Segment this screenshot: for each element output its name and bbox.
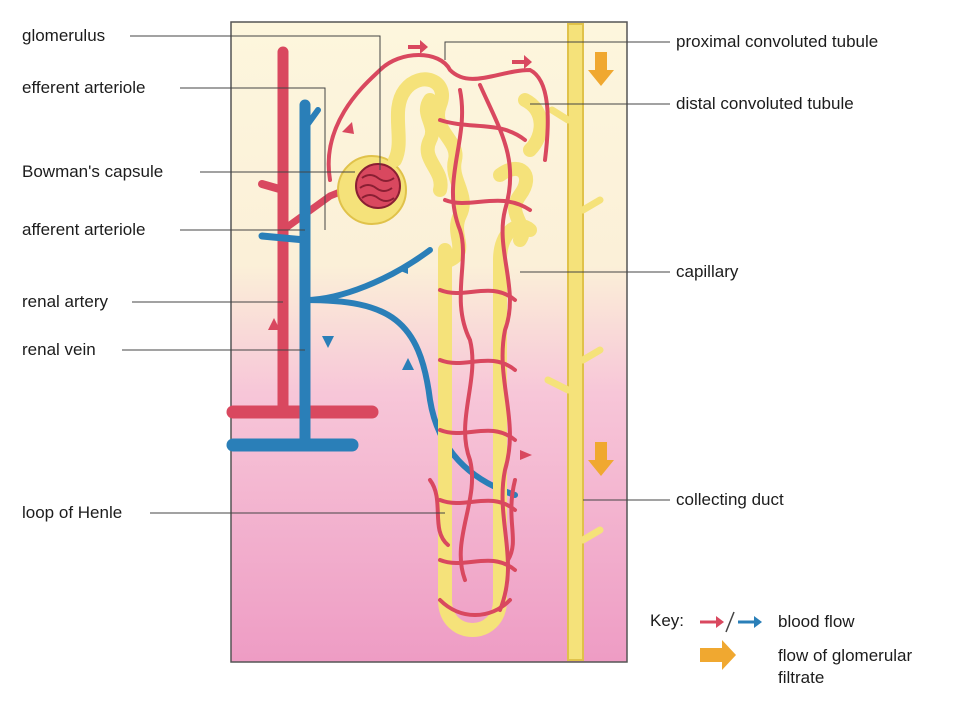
label-glomerulus: glomerulus (22, 26, 106, 45)
label-distal-convoluted-tubule: distal convoluted tubule (676, 94, 854, 113)
bowmans-capsule (337, 155, 407, 225)
collecting-duct (544, 23, 604, 661)
loop-of-henle (438, 219, 537, 637)
filtrate-flow-arrows (588, 52, 614, 476)
key-blood-flow-label: blood flow (778, 612, 855, 631)
blood-flow-arrows-red (268, 40, 532, 460)
key-filtrate-label-line1: flow of glomerular (778, 646, 913, 665)
label-collecting-duct: collecting duct (676, 490, 784, 509)
label-loop-of-henle: loop of Henle (22, 503, 123, 522)
key-filtrate-arrow (700, 640, 736, 670)
capillary-network (326, 53, 550, 617)
label-afferent-arteriole: afferent arteriole (22, 220, 146, 239)
label-efferent-arteriole: efferent arteriole (22, 78, 146, 97)
label-capillary: capillary (676, 262, 739, 281)
key-filtrate-label-line2: filtrate (778, 668, 825, 687)
label-renal-vein: renal vein (22, 340, 96, 359)
blood-flow-arrows-blue (322, 262, 414, 370)
key-blood-flow-arrows (700, 611, 762, 633)
leader-lines (122, 35, 670, 514)
label-renal-artery: renal artery (22, 292, 108, 311)
label-proximal-convoluted-tubule: proximal convoluted tubule (676, 32, 879, 51)
key-title: Key: (650, 611, 685, 630)
label-bowmans-capsule: Bowman's capsule (22, 162, 164, 181)
